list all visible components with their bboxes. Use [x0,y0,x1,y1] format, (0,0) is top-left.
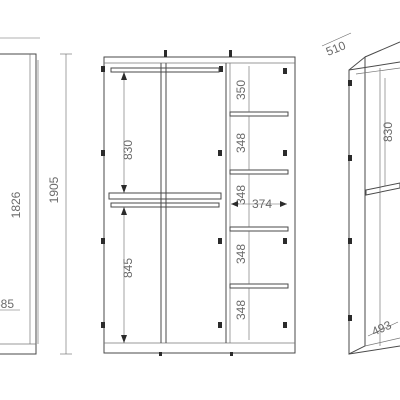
arrow-icon [121,207,127,215]
top-edge-front [348,61,400,71]
hinge-icon [219,66,223,72]
bottom-edge-front [348,345,400,355]
dim-shelf-width-label: 374 [252,197,272,211]
hinge-icon [283,68,287,74]
hinge-icon [101,66,105,72]
arrow-icon [231,201,238,207]
arrow-icon [121,72,127,80]
top-fitting-left [164,50,167,57]
top-edge-back [364,41,400,58]
hinge-icon [101,238,105,244]
dim-right-upper-hang-label: 830 [381,122,395,142]
perspective-hanging-rail [365,182,400,196]
dim-shelf-3-label: 348 [234,185,248,205]
foot-left [159,352,162,356]
dim-lower-hang-label: 845 [121,258,135,278]
dim-depth-top-label: 510 [324,38,348,59]
hinge-icon [218,238,222,244]
dim-shelf-4-label: 348 [234,244,248,264]
hinge-icon [101,322,105,328]
hinge-icon [348,238,352,244]
hinge-icon [283,322,287,328]
foot-right [230,352,233,356]
dim-depth-bottom-line [367,321,399,337]
lower-hanging-rail [110,202,220,208]
upper-hanging-rail [110,67,220,73]
dim-upper-hang-label: 830 [121,140,135,160]
hinge-icon [218,150,222,156]
arrow-icon [121,185,127,193]
wardrobe-carcass [103,56,296,354]
hinge-icon [283,238,287,244]
hinge-icon [101,150,105,156]
middle-shelf [108,192,222,200]
side-view: 1826 1905 585 [0,37,72,355]
top-inner-edge [355,67,400,75]
shelf-2 [229,169,289,175]
arrow-icon [121,335,127,343]
hinge-icon [218,322,222,328]
shelf-1 [229,111,289,117]
shelf-4 [229,283,289,289]
dim-shelf-1-label: 350 [234,80,248,100]
shelf-3 [229,226,289,232]
perspective-view: 510 830 493 [321,32,400,355]
dim-depth-top-line [321,32,352,47]
dim-side-bottom-label: 585 [0,297,14,311]
hinge-icon [283,150,287,156]
front-view: 830 845 350 348 348 348 348 374 [101,50,296,356]
side-panel-outline [0,53,37,355]
top-fitting-right [229,50,232,57]
dim-total-height-label: 1905 [47,176,61,203]
dim-shelf-2-label: 348 [234,133,248,153]
hinge-icon [348,80,352,86]
hinge-icon [348,155,352,161]
arrow-icon [280,201,287,207]
dim-inner-height-label: 1826 [9,191,23,218]
bottom-edge-back [364,337,400,347]
dim-depth-bottom-label: 493 [370,318,394,339]
side-panel-outer [348,55,366,355]
dim-shelf-5-label: 348 [234,300,248,320]
hinge-icon [348,315,352,321]
